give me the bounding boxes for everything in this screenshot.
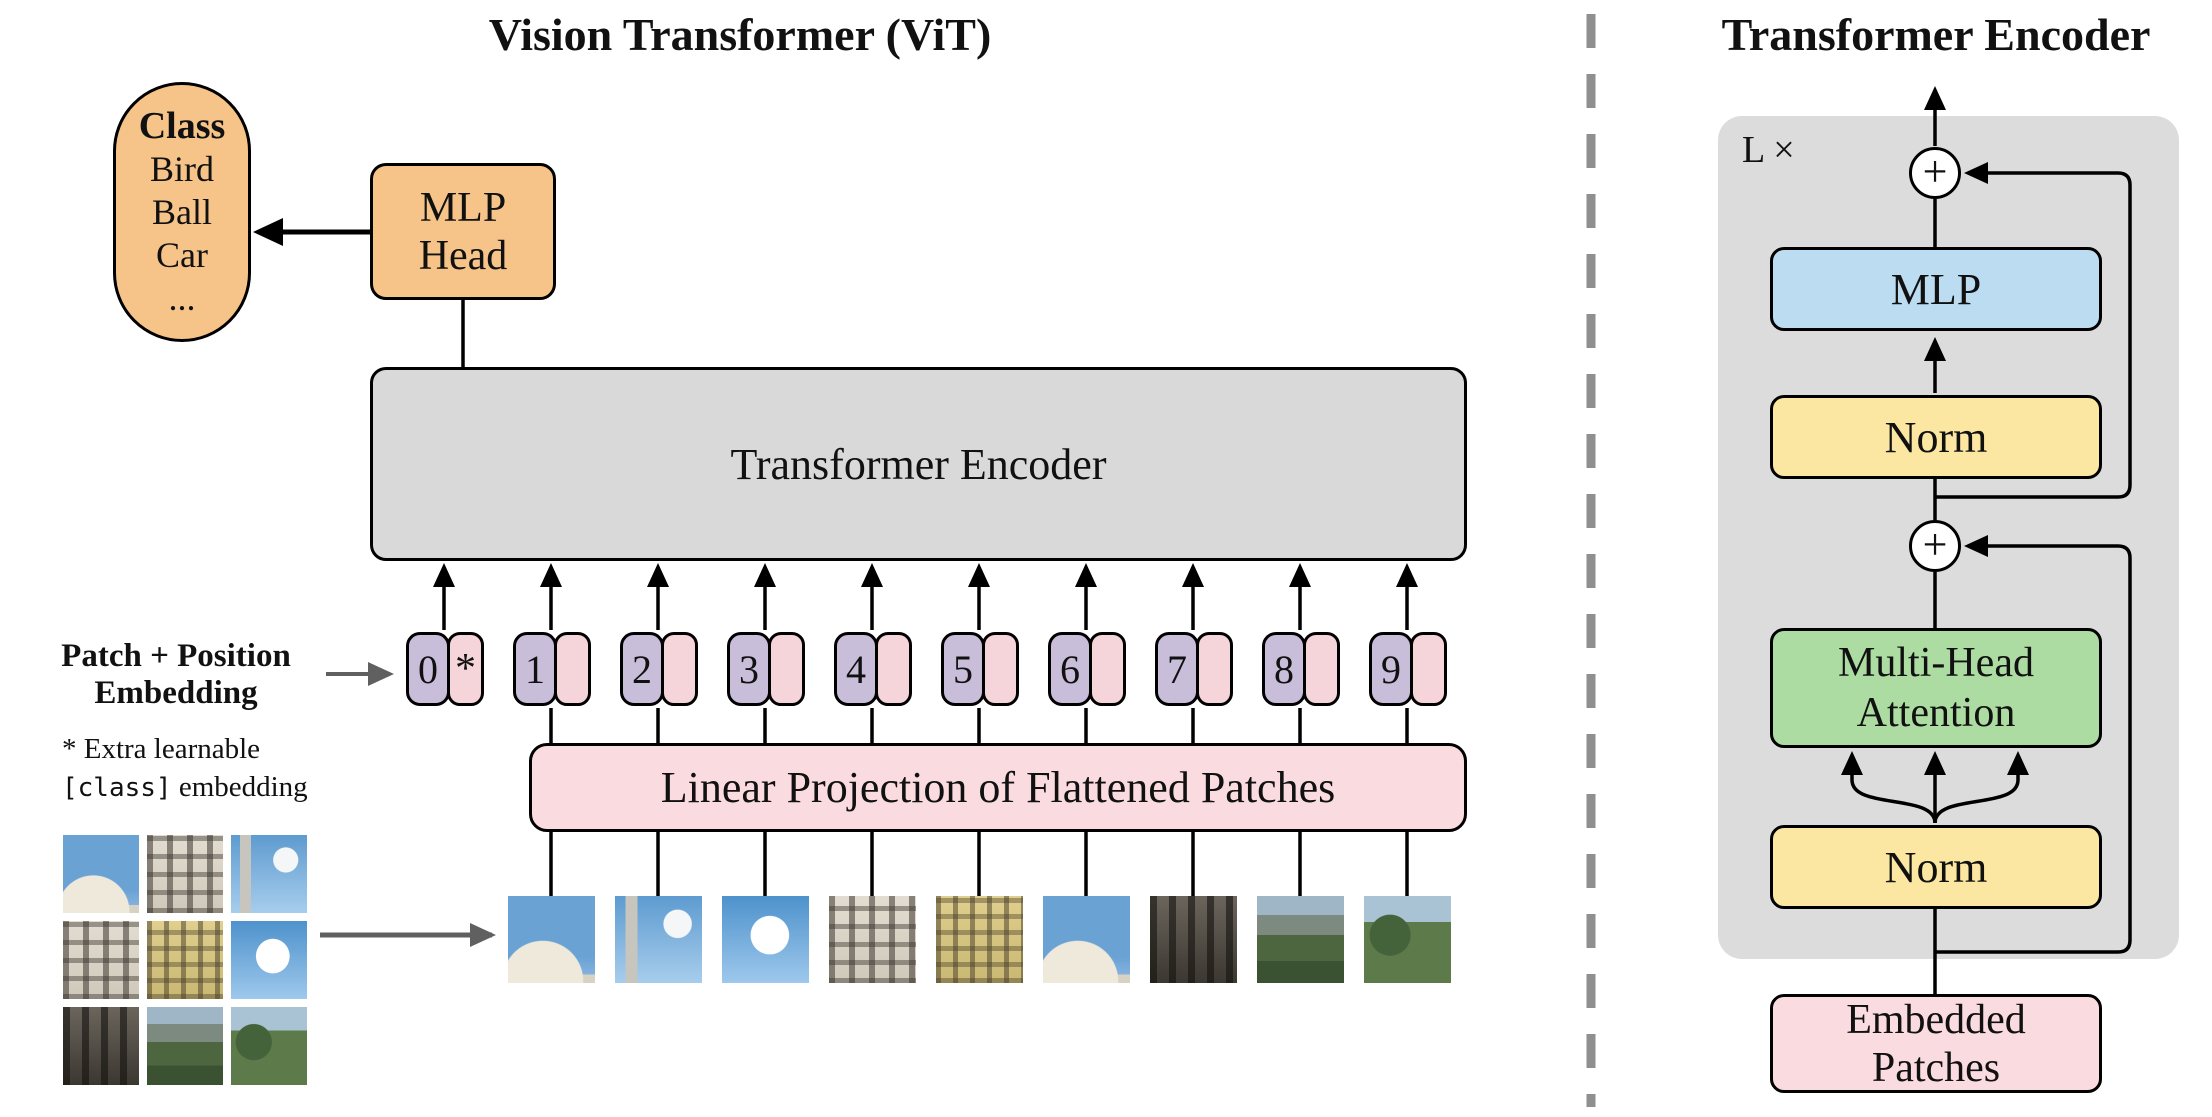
input-grid-cell-1 [63, 835, 139, 913]
patch-position-embedding-label: Patch + Position Embedding [30, 638, 322, 712]
norm-bottom-label: Norm [1884, 842, 1988, 892]
image-patch-6 [1043, 896, 1130, 983]
input-grid-cell-9 [231, 1007, 307, 1085]
mlp-box: MLP [1770, 247, 2102, 331]
image-patch-4 [829, 896, 916, 983]
position-embedding-0: 0 [406, 632, 450, 706]
patch-embedding-slot [1303, 632, 1340, 706]
class-token-literal: [class] [62, 773, 172, 803]
embedding-token-3: 3 [727, 632, 805, 706]
patch-embedding-slot [1089, 632, 1126, 706]
image-patch-8 [1257, 896, 1344, 983]
position-embedding-4: 4 [834, 632, 878, 706]
class-box-title: Class [138, 104, 226, 147]
image-patch-5 [936, 896, 1023, 983]
residual-add-circle-top: + [1909, 147, 1961, 199]
image-patch-1 [508, 896, 595, 983]
transformer-encoder-box: Transformer Encoder [370, 367, 1467, 561]
residual-add-circle-bottom: + [1909, 520, 1961, 572]
position-embedding-5: 5 [941, 632, 985, 706]
embedding-token-0: 0* [406, 632, 484, 706]
loop-count-label: L × [1742, 129, 1795, 171]
input-grid-cell-6 [231, 921, 307, 999]
embedded-patches-line2: Patches [1871, 1044, 2001, 1091]
multi-head-attention-box: Multi-Head Attention [1770, 628, 2102, 748]
embedding-token-8: 8 [1262, 632, 1340, 706]
linear-projection-box: Linear Projection of Flattened Patches [529, 743, 1467, 832]
norm-box-top: Norm [1770, 395, 2102, 479]
embedding-token-9: 9 [1369, 632, 1447, 706]
patch-embedding-slot [1410, 632, 1447, 706]
position-embedding-9: 9 [1369, 632, 1413, 706]
mlp-head-line2: Head [418, 232, 508, 279]
plus-sign-bottom: + [1922, 519, 1948, 569]
embedded-patches-line1: Embedded [1846, 996, 2026, 1043]
transformer-encoder-label: Transformer Encoder [730, 439, 1107, 489]
input-grid-cell-3 [231, 835, 307, 913]
plus-sign-top: + [1922, 146, 1948, 196]
class-item-car: Car [156, 234, 208, 275]
position-embedding-7: 7 [1155, 632, 1199, 706]
patch-embedding-slot [1196, 632, 1233, 706]
class-item-ball: Ball [152, 191, 212, 232]
input-grid-cell-7 [63, 1007, 139, 1085]
image-patch-3 [722, 896, 809, 983]
class-item-ellipsis: ... [168, 277, 196, 318]
mha-line1: Multi-Head [1838, 640, 2034, 686]
patch-position-line2: Embedding [94, 675, 258, 711]
input-grid-cell-5 [147, 921, 223, 999]
norm-top-label: Norm [1884, 412, 1988, 462]
embedding-token-6: 6 [1048, 632, 1126, 706]
embedding-token-5: 5 [941, 632, 1019, 706]
left-diagram-title: Vision Transformer (ViT) [488, 9, 992, 60]
class-token-slot: * [447, 632, 484, 706]
linear-projection-label: Linear Projection of Flattened Patches [660, 763, 1336, 812]
patch-embedding-slot [554, 632, 591, 706]
mlp-head-line1: MLP [419, 184, 507, 231]
image-patch-7 [1150, 896, 1237, 983]
plain-connectors [461, 199, 1937, 994]
mlp-head-box: MLP Head [370, 163, 556, 300]
patch-embedding-slot [875, 632, 912, 706]
image-patch-9 [1364, 896, 1451, 983]
patch-embedding-slot [982, 632, 1019, 706]
patch-embedding-slot [768, 632, 805, 706]
embedding-token-1: 1 [513, 632, 591, 706]
embedding-token-2: 2 [620, 632, 698, 706]
input-grid-cell-2 [147, 835, 223, 913]
embedding-token-4: 4 [834, 632, 912, 706]
embedding-token-7: 7 [1155, 632, 1233, 706]
position-embedding-6: 6 [1048, 632, 1092, 706]
position-embedding-3: 3 [727, 632, 771, 706]
norm-box-bottom: Norm [1770, 825, 2102, 909]
image-patch-2 [615, 896, 702, 983]
input-grid-cell-4 [63, 921, 139, 999]
input-grid-cell-8 [147, 1007, 223, 1085]
patch-position-line1: Patch + Position [61, 638, 291, 674]
position-embedding-2: 2 [620, 632, 664, 706]
embedded-patches-box: Embedded Patches [1770, 994, 2102, 1093]
position-embedding-8: 8 [1262, 632, 1306, 706]
patch-embedding-slot [661, 632, 698, 706]
class-item-bird: Bird [149, 148, 214, 189]
mlp-label: MLP [1890, 264, 1982, 314]
learnable-class-note-line2: [class] embedding [62, 771, 308, 804]
class-output-box: Class Bird Ball Car ... [113, 82, 251, 342]
learnable-class-note-line1: * Extra learnable [62, 733, 261, 765]
embedding-word: embedding [171, 771, 308, 803]
mha-line2: Attention [1856, 690, 2016, 736]
position-embedding-1: 1 [513, 632, 557, 706]
right-diagram-title: Transformer Encoder [1721, 9, 2151, 60]
